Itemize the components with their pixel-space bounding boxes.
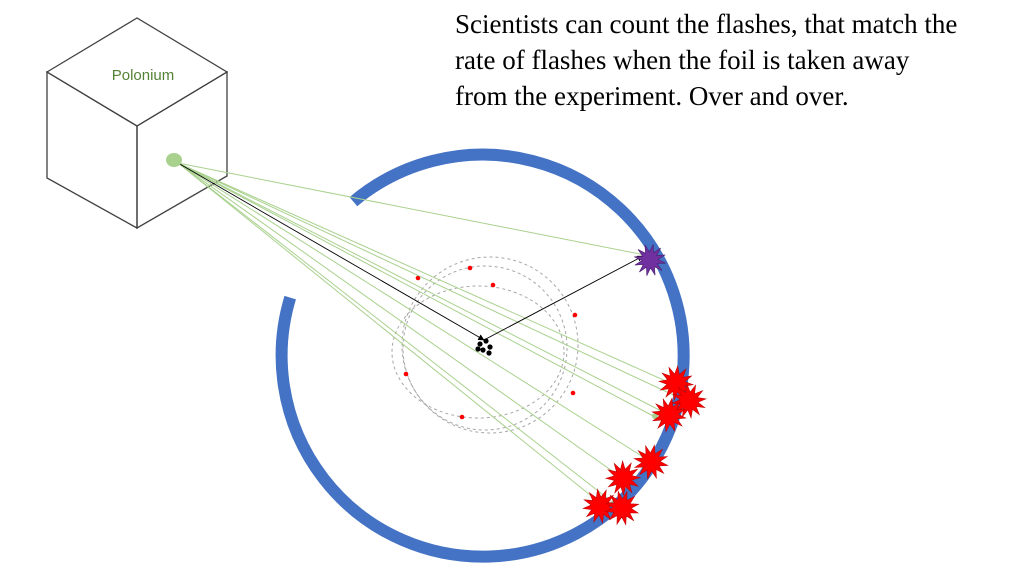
electron — [572, 312, 578, 318]
alpha-ray — [177, 162, 621, 509]
caption-line-3: from the experiment. Over and over. — [455, 81, 849, 111]
gold-atom — [391, 256, 579, 434]
scintillation-flash-icon — [633, 444, 669, 480]
alpha-ray — [177, 162, 601, 504]
electron — [403, 371, 409, 377]
incoming-deflected-ray — [177, 162, 485, 341]
scintillation-flash-icon — [670, 382, 708, 420]
alpha-ray — [177, 162, 685, 401]
box-left-face — [46, 70, 138, 230]
caption-line-2: rate of flashes when the foil is taken a… — [455, 45, 910, 75]
electron — [459, 414, 465, 420]
alpha-ray — [177, 162, 669, 383]
polonium-box: Polonium — [45, 17, 229, 230]
electron — [415, 275, 421, 281]
alpha-ray — [177, 162, 666, 414]
orbit-3 — [391, 285, 565, 419]
alpha-ray — [177, 162, 649, 461]
orbit-1 — [402, 265, 568, 431]
polonium-label: Polonium — [112, 67, 175, 84]
alpha-rays — [177, 162, 685, 509]
flashes-layer — [582, 244, 708, 526]
electron — [570, 390, 576, 396]
box-right-face — [136, 70, 228, 230]
alpha-ray — [177, 162, 646, 256]
alpha-ray — [177, 162, 623, 479]
gold-nucleus-icon — [475, 338, 493, 356]
electron — [467, 265, 473, 271]
alpha-particle — [652, 413, 658, 419]
alpha-source-dot-icon — [166, 153, 182, 167]
caption-text: Scientists can count the flashes, that m… — [455, 6, 1020, 114]
scintillation-flash-icon — [651, 397, 687, 433]
orbit-2 — [401, 256, 579, 434]
deflected-flash-icon — [634, 244, 666, 276]
electron — [490, 282, 496, 288]
caption-line-1: Scientists can count the flashes, that m… — [455, 9, 958, 39]
scintillation-flash-icon — [604, 459, 642, 497]
alpha-ray — [177, 162, 656, 418]
outgoing-deflected-ray — [483, 255, 644, 341]
scintillation-flash-icon — [604, 490, 640, 526]
